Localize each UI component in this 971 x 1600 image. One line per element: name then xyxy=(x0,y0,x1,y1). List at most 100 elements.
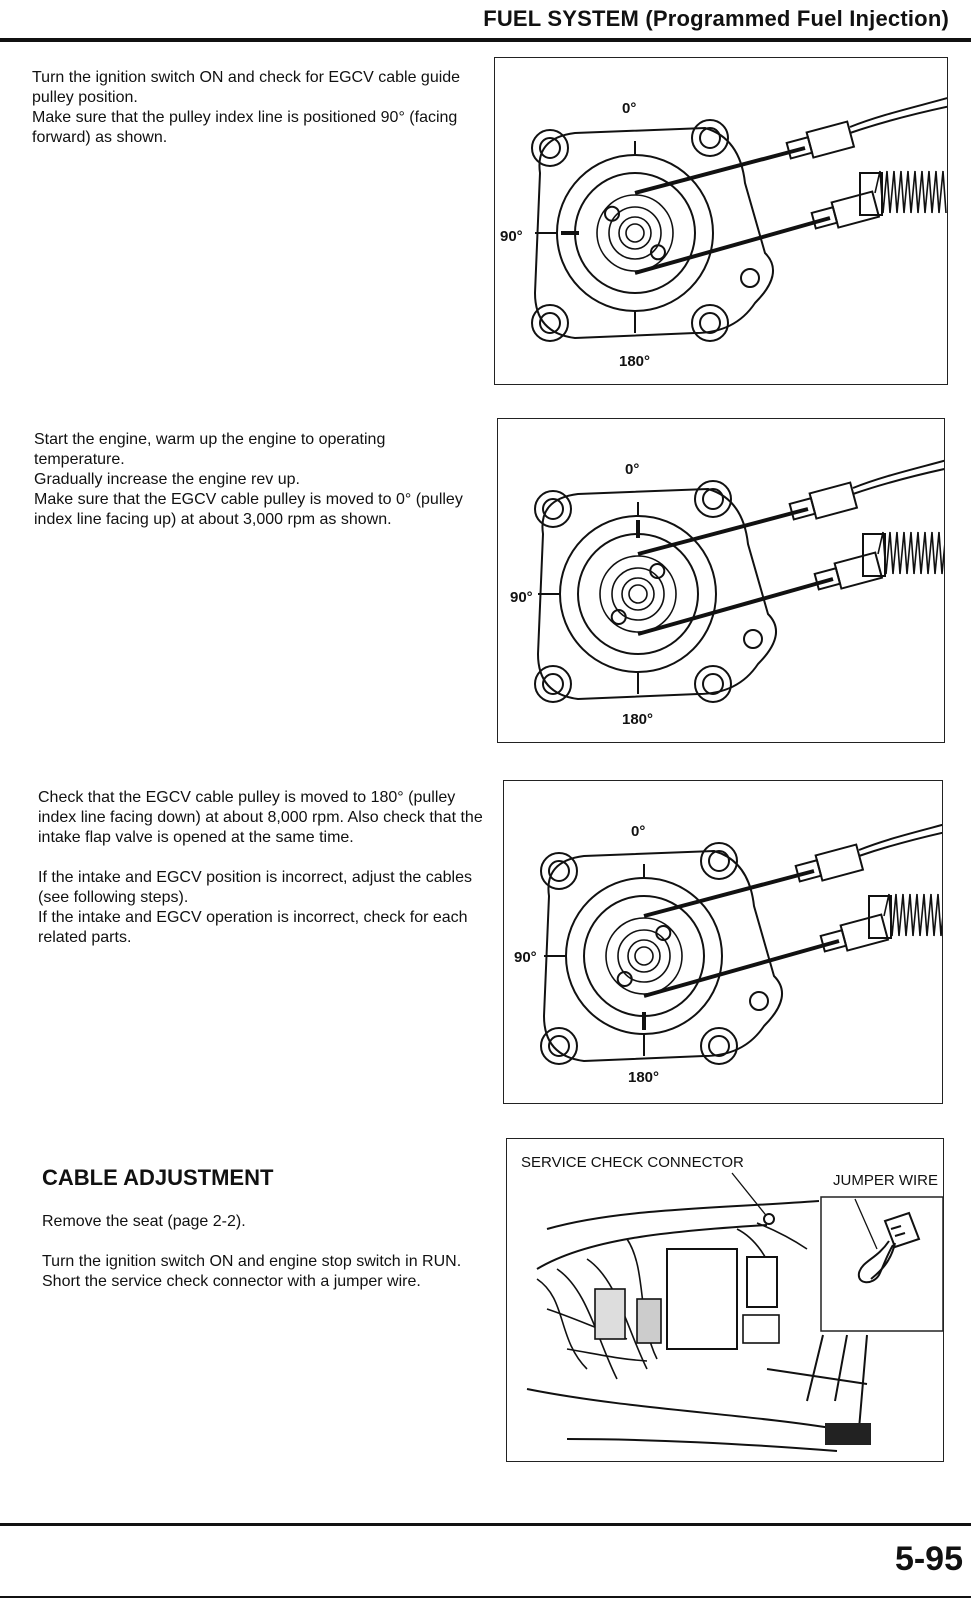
pulley-ring xyxy=(627,939,661,973)
service-check-connector-icon xyxy=(763,1213,775,1225)
bolt-boss xyxy=(534,490,572,528)
egcv-pulley-illustration xyxy=(531,97,947,342)
cable-housing-upper xyxy=(858,831,942,857)
cable-adjustment-paragraph-1: Remove the seat (page 2-2). xyxy=(42,1213,246,1230)
bolt-boss xyxy=(694,480,732,518)
bolt-boss xyxy=(691,119,729,157)
cable-adjustment-paragraph-2: Turn the ignition switch ON and engine s… xyxy=(42,1253,462,1270)
cable-housing-upper xyxy=(852,459,944,489)
adjuster-nut xyxy=(813,567,842,591)
harness-connector xyxy=(636,1298,662,1344)
egcv-pulley-figure-0: 0° 90° 180° xyxy=(497,418,945,743)
figure-label-90-degrees: 90° xyxy=(514,949,537,966)
pulley-ring xyxy=(617,929,671,983)
figure-label-180-degrees: 180° xyxy=(622,711,654,728)
adjuster-nut xyxy=(794,859,823,883)
jumper-wire-callout: JUMPER WIRE xyxy=(833,1172,938,1189)
spring-retainer xyxy=(859,172,883,216)
adjuster-nut xyxy=(788,497,817,521)
bolt-head-icon xyxy=(699,312,721,334)
bolt-boss xyxy=(700,842,738,880)
return-spring xyxy=(877,531,944,575)
figure-label-90-degrees: 90° xyxy=(500,228,523,245)
bottom-rule xyxy=(0,1596,971,1598)
egcv-housing-outline xyxy=(536,487,777,701)
spring-retainer xyxy=(862,533,886,577)
pulley-ring xyxy=(621,577,655,611)
paragraph-gap xyxy=(42,1232,490,1252)
battery-block xyxy=(666,1248,738,1350)
egcv-pulley-illustration xyxy=(534,459,944,703)
spring-retainer xyxy=(868,895,892,939)
jumper-connector-icon xyxy=(857,1211,921,1284)
adjuster-nut xyxy=(810,206,839,230)
cable-adjuster-lower xyxy=(830,190,881,229)
step-1-paragraph-2: Make sure that the pulley index line is … xyxy=(32,109,458,146)
paragraph-gap xyxy=(38,848,483,868)
cable-housing-upper xyxy=(858,823,942,851)
page-number: 5-95 xyxy=(894,1540,963,1578)
tail-connector xyxy=(825,1423,871,1445)
pulley-ring xyxy=(628,584,648,604)
adjuster-nut xyxy=(819,929,848,953)
figure-label-180-degrees: 180° xyxy=(619,353,651,370)
motorcycle-frame-illustration xyxy=(526,1172,944,1452)
cable-anchor xyxy=(649,244,666,261)
bolt-boss xyxy=(691,304,729,342)
figure-label-0-degrees: 0° xyxy=(625,461,640,478)
bolt-boss xyxy=(694,665,732,703)
mount-hole xyxy=(749,991,769,1011)
bolt-boss xyxy=(700,1027,738,1065)
header-rule xyxy=(0,38,971,42)
connector-leader xyxy=(731,1172,770,1220)
cable-adjuster-lower xyxy=(833,551,884,590)
step-1-paragraph-1: Turn the ignition switch ON and check fo… xyxy=(32,69,461,106)
cable-anchor xyxy=(616,970,633,987)
step-2-paragraph-3: Make sure that the EGCV cable pulley is … xyxy=(34,491,463,528)
cable-adjuster-lower xyxy=(839,913,890,952)
step-3-text: Check that the EGCV cable pulley is move… xyxy=(38,788,483,948)
egcv-pulley-figure-90: 0° 90° 180° xyxy=(494,57,948,385)
page-header-title: FUEL SYSTEM (Programmed Fuel Injection) xyxy=(483,6,949,31)
cable-upper xyxy=(637,507,809,556)
jumper-wire-leader xyxy=(854,1198,878,1250)
footer-rule xyxy=(0,1523,971,1526)
adjuster-nut xyxy=(785,136,814,160)
bolt-boss xyxy=(540,852,578,890)
cable-adjuster-upper xyxy=(814,843,865,882)
egcv-housing-outline xyxy=(542,849,783,1063)
bolt-boss xyxy=(531,129,569,167)
step-3-paragraph-1: Check that the EGCV cable pulley is move… xyxy=(38,789,483,846)
step-2-paragraph-1: Start the engine, warm up the engine to … xyxy=(34,431,386,468)
cable-adjustment-text: Remove the seat (page 2-2). Turn the ign… xyxy=(42,1212,490,1292)
cable-adjuster-upper xyxy=(805,120,856,159)
bolt-head-icon xyxy=(542,498,564,520)
relay-block xyxy=(746,1256,778,1308)
bolt-head-icon xyxy=(708,850,730,872)
egcv-pulley-illustration xyxy=(540,823,942,1065)
pulley-ring xyxy=(618,216,652,250)
step-1-text: Turn the ignition switch ON and check fo… xyxy=(32,68,477,148)
bolt-head-icon xyxy=(539,312,561,334)
cable-adjustment-paragraph-3: Short the service check connector with a… xyxy=(42,1273,421,1290)
mount-hole xyxy=(740,268,760,288)
cable-anchor xyxy=(604,205,621,222)
return-spring xyxy=(883,893,942,937)
bolt-boss xyxy=(534,665,572,703)
egcv-housing-outline xyxy=(533,126,774,340)
jumper-inset-frame xyxy=(820,1196,944,1332)
cable-lower xyxy=(643,939,840,998)
bolt-boss xyxy=(531,304,569,342)
bolt-boss xyxy=(540,1027,578,1065)
return-spring xyxy=(874,170,947,214)
bolt-head-icon xyxy=(699,127,721,149)
service-check-connector-figure: SERVICE CHECK CONNECTOR JUMPER WIRE xyxy=(506,1138,944,1462)
bolt-head-icon xyxy=(708,1035,730,1057)
step-3-paragraph-3: If the intake and EGCV operation is inco… xyxy=(38,909,468,946)
pulley-ring xyxy=(611,567,665,621)
cable-housing-upper xyxy=(852,468,944,495)
pulley-ring xyxy=(634,946,654,966)
bolt-head-icon xyxy=(548,860,570,882)
frame-lines xyxy=(526,1200,868,1452)
service-check-connector-callout: SERVICE CHECK CONNECTOR xyxy=(521,1154,744,1171)
